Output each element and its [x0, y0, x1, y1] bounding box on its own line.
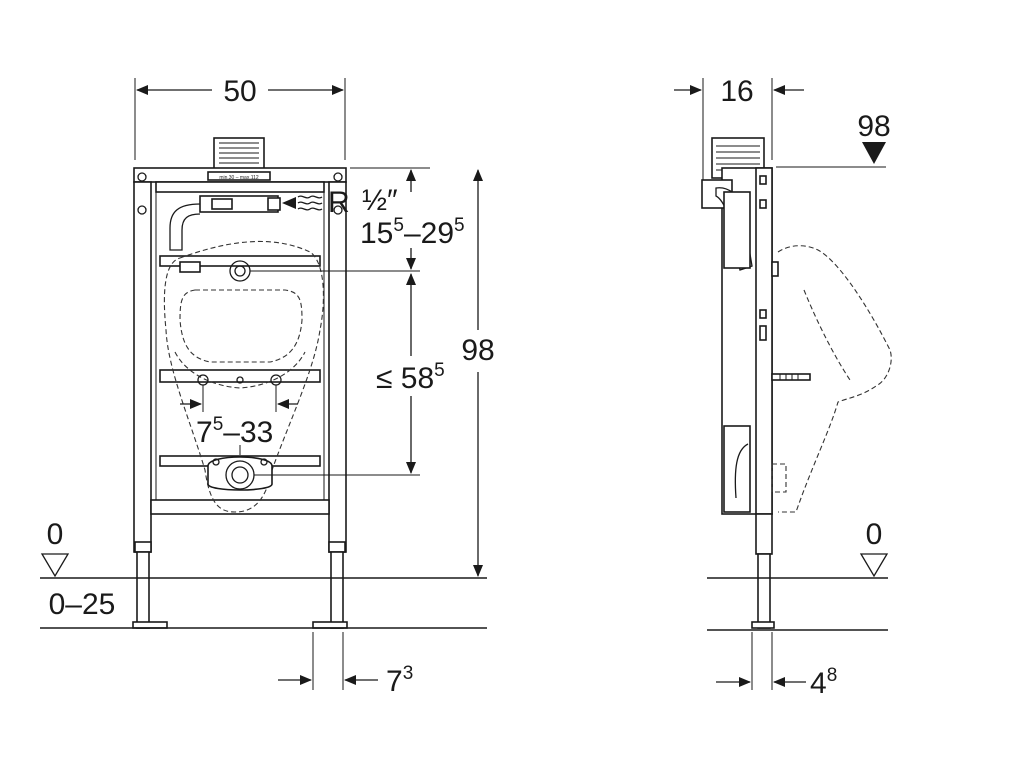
foot-offset-label: 73 [386, 663, 413, 698]
supply-height-label: 155–295 [360, 215, 465, 250]
width-label: 50 [223, 75, 256, 108]
side-frame [701, 167, 779, 515]
connection-label: R ½″ [282, 184, 398, 219]
depth-dimension: 16 [674, 75, 804, 180]
side-view: 16 98 [674, 75, 892, 700]
height-marker: 98 [776, 110, 891, 168]
side-mounting-bolt [771, 373, 811, 381]
frame: min.30 – max.112 [133, 167, 347, 553]
height-marker-label: 98 [857, 110, 890, 143]
side-urinal-outline [771, 245, 892, 513]
foot-offset-dimension: 73 [278, 632, 413, 698]
mounting-plate [207, 171, 271, 181]
supply-valve [169, 195, 281, 251]
side-foot [751, 513, 775, 629]
adjustable-feet [132, 541, 348, 629]
plate-text: min.30 – max.112 [219, 175, 259, 181]
foot-depth-dimension: 48 [716, 632, 837, 700]
side-floor-level-label: 0 [866, 518, 883, 551]
flush-valve-unit [213, 137, 265, 171]
floor-level-marker: 0 [40, 518, 70, 578]
bolt-spacing-dimension: 75–33 [180, 399, 298, 449]
bolt-spacing-label: 75–33 [196, 414, 273, 449]
total-height-label: 98 [461, 334, 494, 367]
floor-adjust-label: 0–25 [49, 588, 116, 621]
foot-depth-label: 48 [810, 665, 837, 700]
total-height-dimension: 98 [461, 169, 495, 577]
urinal-outline [163, 240, 324, 513]
drain-connection [207, 445, 420, 491]
supply-height-dimension: 155–295 [350, 167, 465, 270]
connection-size-label: ½″ [362, 184, 398, 217]
mounting-bolts [197, 374, 282, 412]
width-dimension: 50 [134, 75, 346, 160]
drain-distance-dimension: ≤ 585 [376, 273, 445, 474]
side-floor-level-marker: 0 [859, 518, 889, 578]
floor-level-label: 0 [47, 518, 64, 551]
drain-distance-label: ≤ 585 [376, 360, 445, 395]
front-view: 50 min.30 – max.112 [40, 75, 495, 698]
connection-type-label: R [328, 186, 350, 219]
depth-label: 16 [720, 75, 753, 108]
supply-connection [229, 260, 420, 282]
